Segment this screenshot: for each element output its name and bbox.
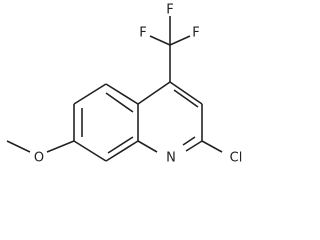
bond-c7-c8 [73,140,107,162]
fluorine-label-right: F [192,26,199,41]
bond-c8-c8a-inner [107,136,134,154]
bond-n-c8a [137,140,158,153]
bond-c-f-right [169,35,191,46]
structure-diagram: F F F N Cl O [6,3,243,166]
bond-c2-n [185,140,203,152]
bond-o-ch3 [6,140,31,153]
chlorine-label: Cl [230,151,243,166]
nitrogen-label: N [166,151,176,166]
bond-c5-c6 [73,83,107,105]
bond-c2-cl [201,140,223,153]
bond-c8-c8a [105,140,139,162]
molecule-svg: F F F N Cl O [6,3,243,166]
oxygen-label: O [34,151,44,166]
bond-c-f-left [149,35,171,46]
fluorine-label-left: F [139,26,146,41]
fluorine-label-top: F [166,3,173,18]
bond-c4a-c4 [137,81,171,105]
bond-c4-c3 [169,81,203,105]
bond-c4a-c5 [105,83,139,105]
bond-c2-n-inner [182,136,196,146]
bond-c4-c3-inner [173,89,199,108]
bond-c7-o [46,140,75,153]
bond-c4a-c5-inner [105,92,134,113]
